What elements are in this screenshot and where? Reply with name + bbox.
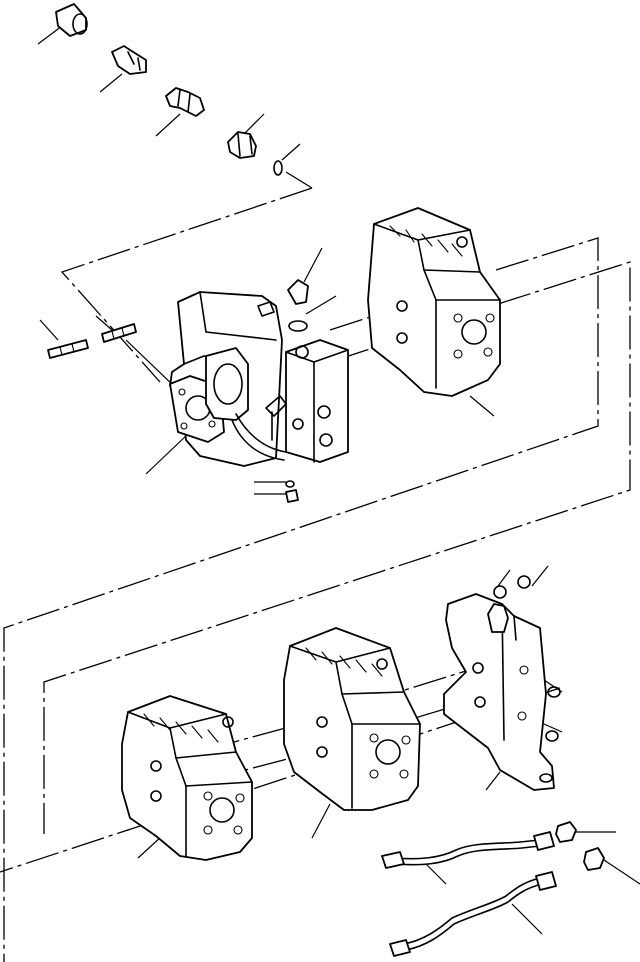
leader-lines — [38, 26, 640, 934]
o-ring — [274, 161, 282, 175]
union-connector — [166, 88, 204, 116]
middle-pump-section — [284, 628, 420, 810]
tube-assemblies — [382, 832, 556, 956]
hex-plug — [228, 132, 256, 158]
fittings-and-nuts — [556, 822, 604, 870]
front-pump-section — [122, 696, 252, 860]
grease-fitting — [112, 46, 146, 74]
upper-pump-section — [368, 208, 500, 396]
cap-plug — [56, 4, 87, 36]
end-cover-bracket — [444, 576, 560, 790]
dowel-pins — [48, 324, 136, 358]
pilot-pump-and-control-valve — [170, 280, 348, 502]
